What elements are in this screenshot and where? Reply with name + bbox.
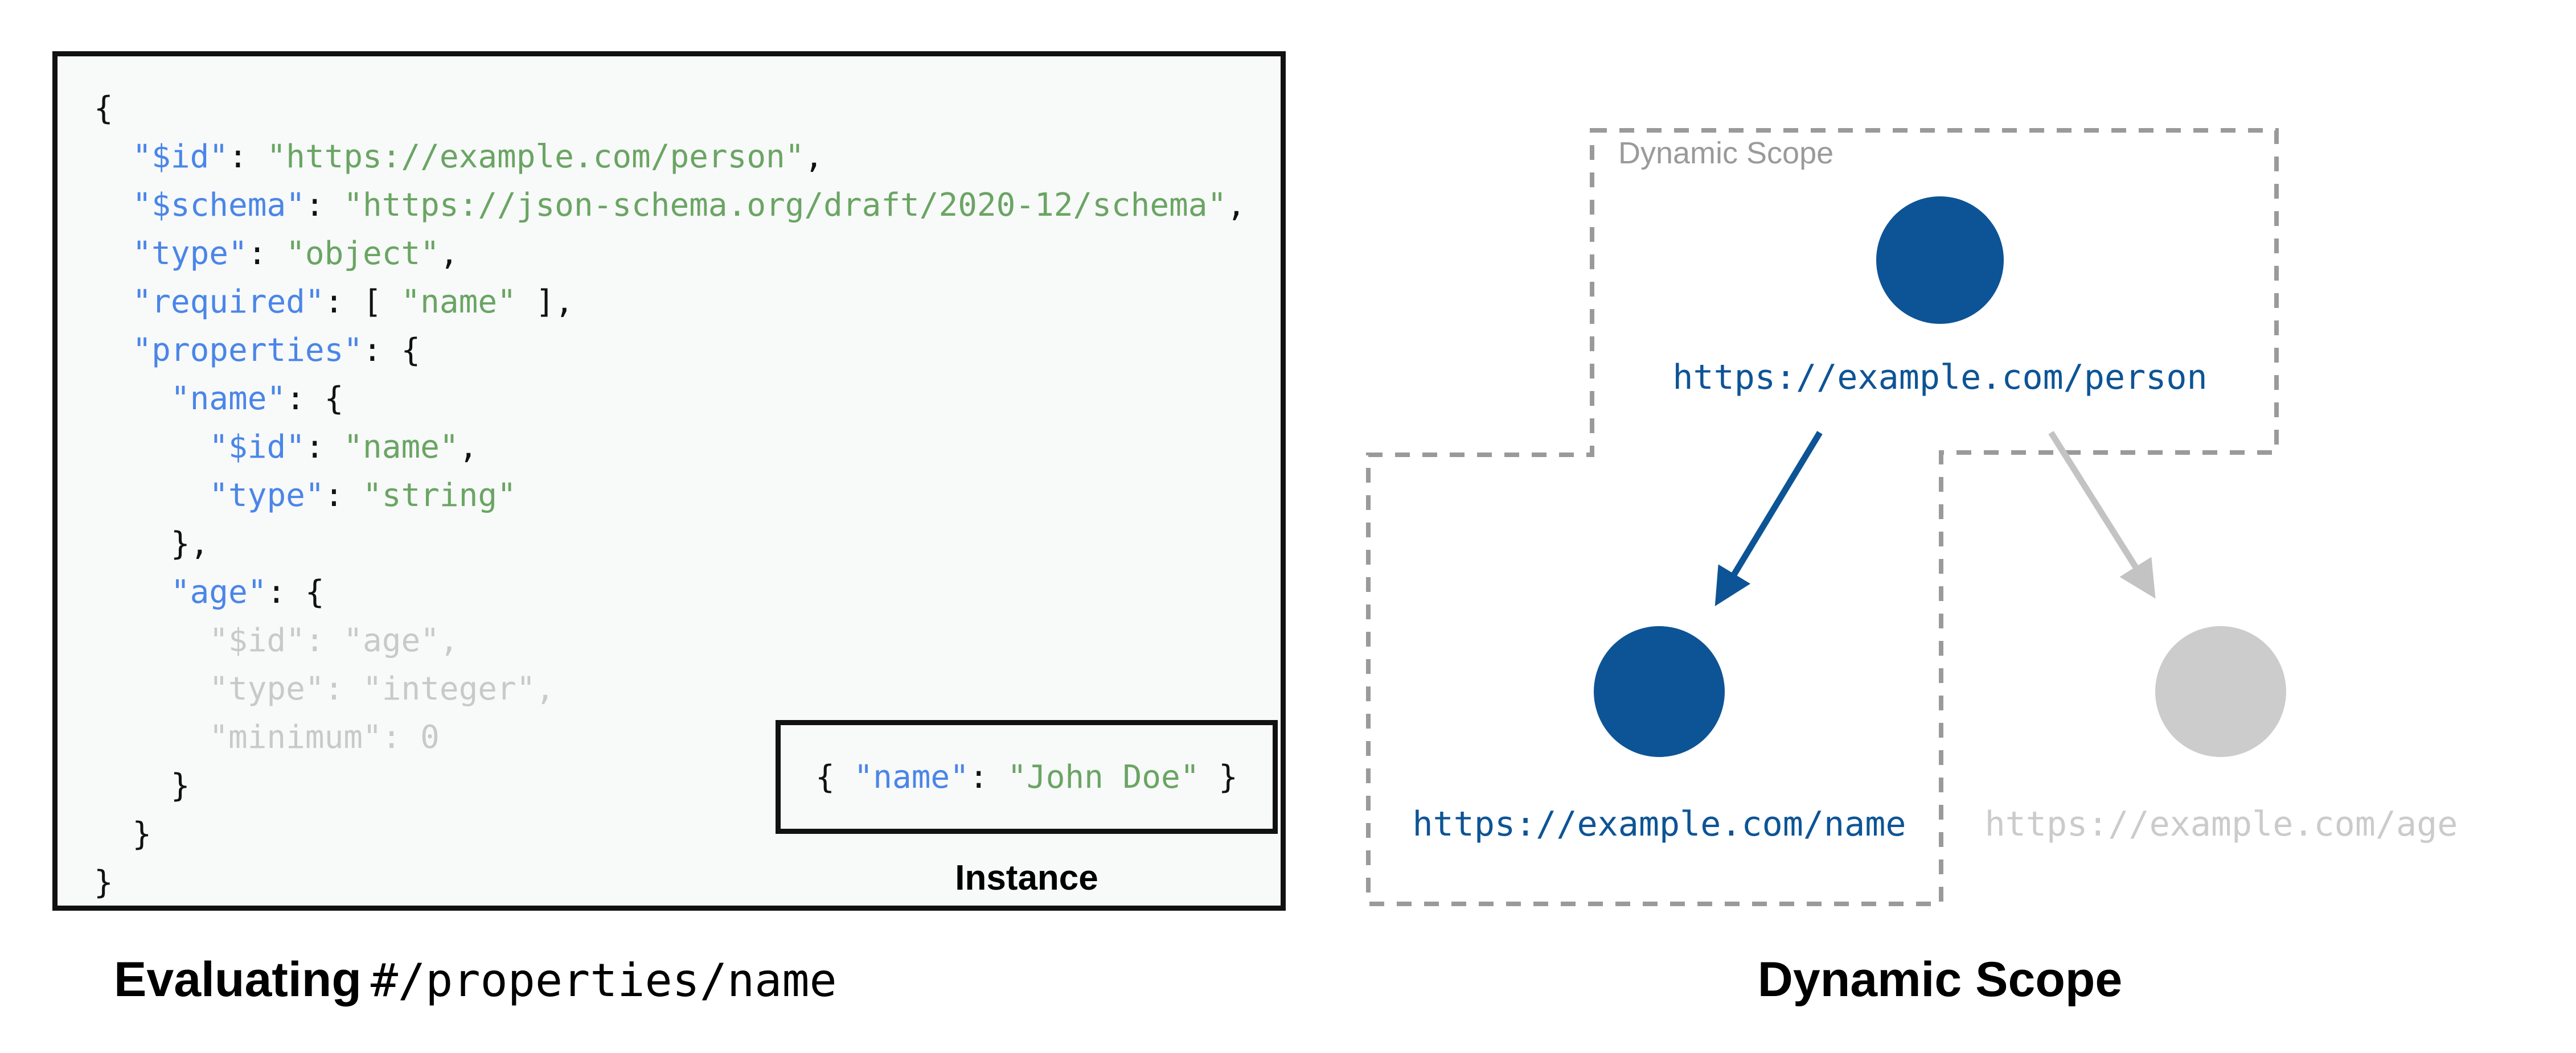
left-caption: Evaluating#/properties/name [114, 952, 837, 1008]
dynamic-scope-outline [1366, 128, 2279, 906]
age-node-label: https://example.com/age [1984, 804, 2458, 844]
dynamic-scope-box-label: Dynamic Scope [1618, 136, 1834, 170]
person-node-label: https://example.com/person [1672, 357, 2208, 397]
schema-panel: { "$id": "https://example.com/person", "… [52, 51, 1286, 911]
person-schema-node [1876, 196, 2004, 324]
person-to-name-arrow [1714, 431, 1823, 606]
instance-code: { "name": "John Doe" } [815, 758, 1238, 796]
instance-label: Instance [955, 858, 1098, 898]
left-caption-word: Evaluating [114, 952, 362, 1007]
name-schema-node [1594, 626, 1725, 757]
person-to-age-arrow [2048, 431, 2156, 599]
instance-box: { "name": "John Doe" } [776, 720, 1278, 834]
schema-code: { "$id": "https://example.com/person", "… [94, 90, 1246, 901]
name-node-label: https://example.com/name [1412, 804, 1906, 844]
right-caption: Dynamic Scope [1757, 952, 2123, 1007]
age-schema-node [2155, 626, 2286, 757]
left-caption-pointer: #/properties/name [370, 954, 837, 1007]
